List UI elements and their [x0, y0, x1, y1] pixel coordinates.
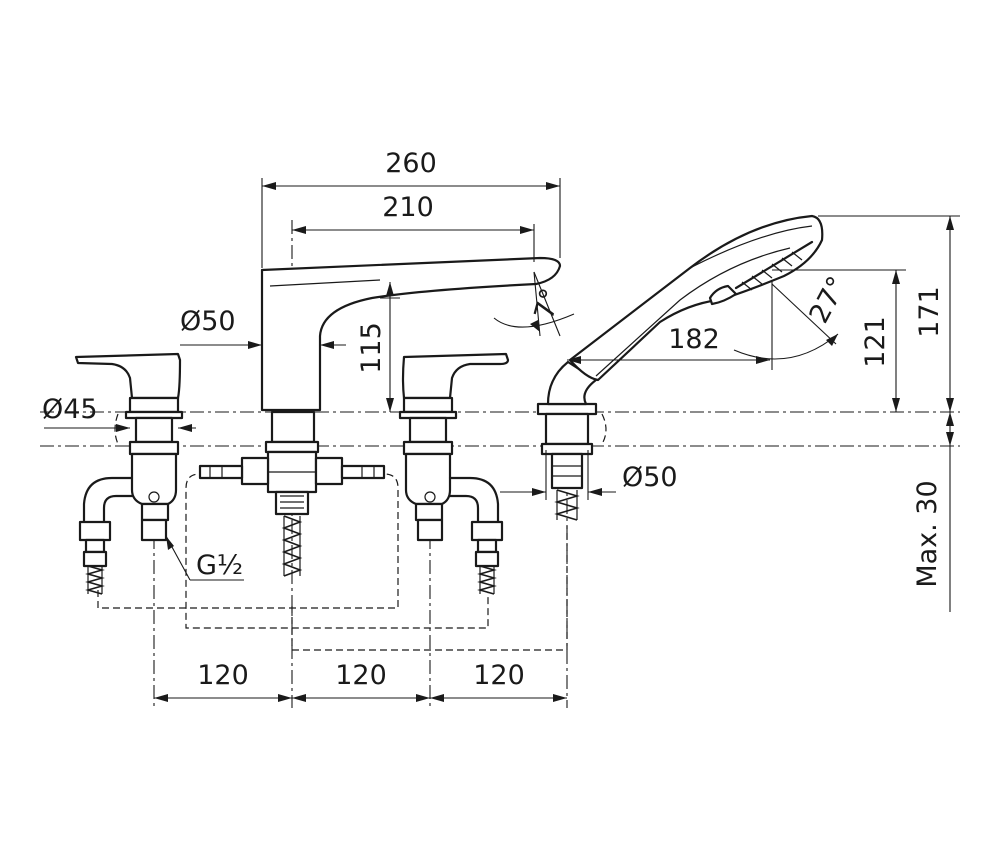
dim-182: 182: [567, 280, 773, 370]
right-valve: [398, 352, 510, 595]
dim-115-label: 115: [356, 322, 387, 374]
dim-handle-diameter-label: Ø45: [42, 394, 98, 425]
dim-121: 121: [772, 269, 906, 412]
dim-spacing: 120 120 120: [154, 660, 567, 702]
dim-spacing-3-label: 120: [473, 660, 525, 691]
dim-deck-thickness: Max. 30: [912, 412, 954, 612]
dim-210-label: 210: [382, 192, 434, 223]
dim-holder-diameter-label: Ø50: [622, 462, 678, 493]
dim-171: 171: [818, 215, 960, 412]
dim-spacing-2-label: 120: [335, 660, 387, 691]
hand-shower: [536, 214, 824, 521]
dim-holder-diameter: Ø50: [500, 450, 678, 500]
dim-handle-diameter: Ø45: [42, 394, 196, 432]
dim-spacing-1-label: 120: [197, 660, 249, 691]
dim-182-label: 182: [668, 324, 720, 355]
left-valve: [74, 352, 184, 595]
spout: [198, 256, 562, 577]
dim-deck-thickness-label: Max. 30: [912, 480, 943, 587]
dim-210: 210: [292, 192, 535, 262]
deck-lines: [40, 411, 960, 447]
dim-7deg-label: 7°: [529, 285, 567, 323]
dim-thread: G½: [165, 535, 244, 581]
dim-171-label: 171: [914, 286, 945, 338]
dim-121-label: 121: [860, 316, 891, 368]
dim-260-label: 260: [385, 148, 437, 179]
dim-spout-diameter-label: Ø50: [180, 306, 236, 337]
dim-115: 115: [356, 282, 400, 412]
dim-260: 260: [261, 148, 561, 268]
dim-thread-label: G½: [196, 550, 243, 581]
dim-spout-diameter: Ø50: [180, 306, 346, 349]
